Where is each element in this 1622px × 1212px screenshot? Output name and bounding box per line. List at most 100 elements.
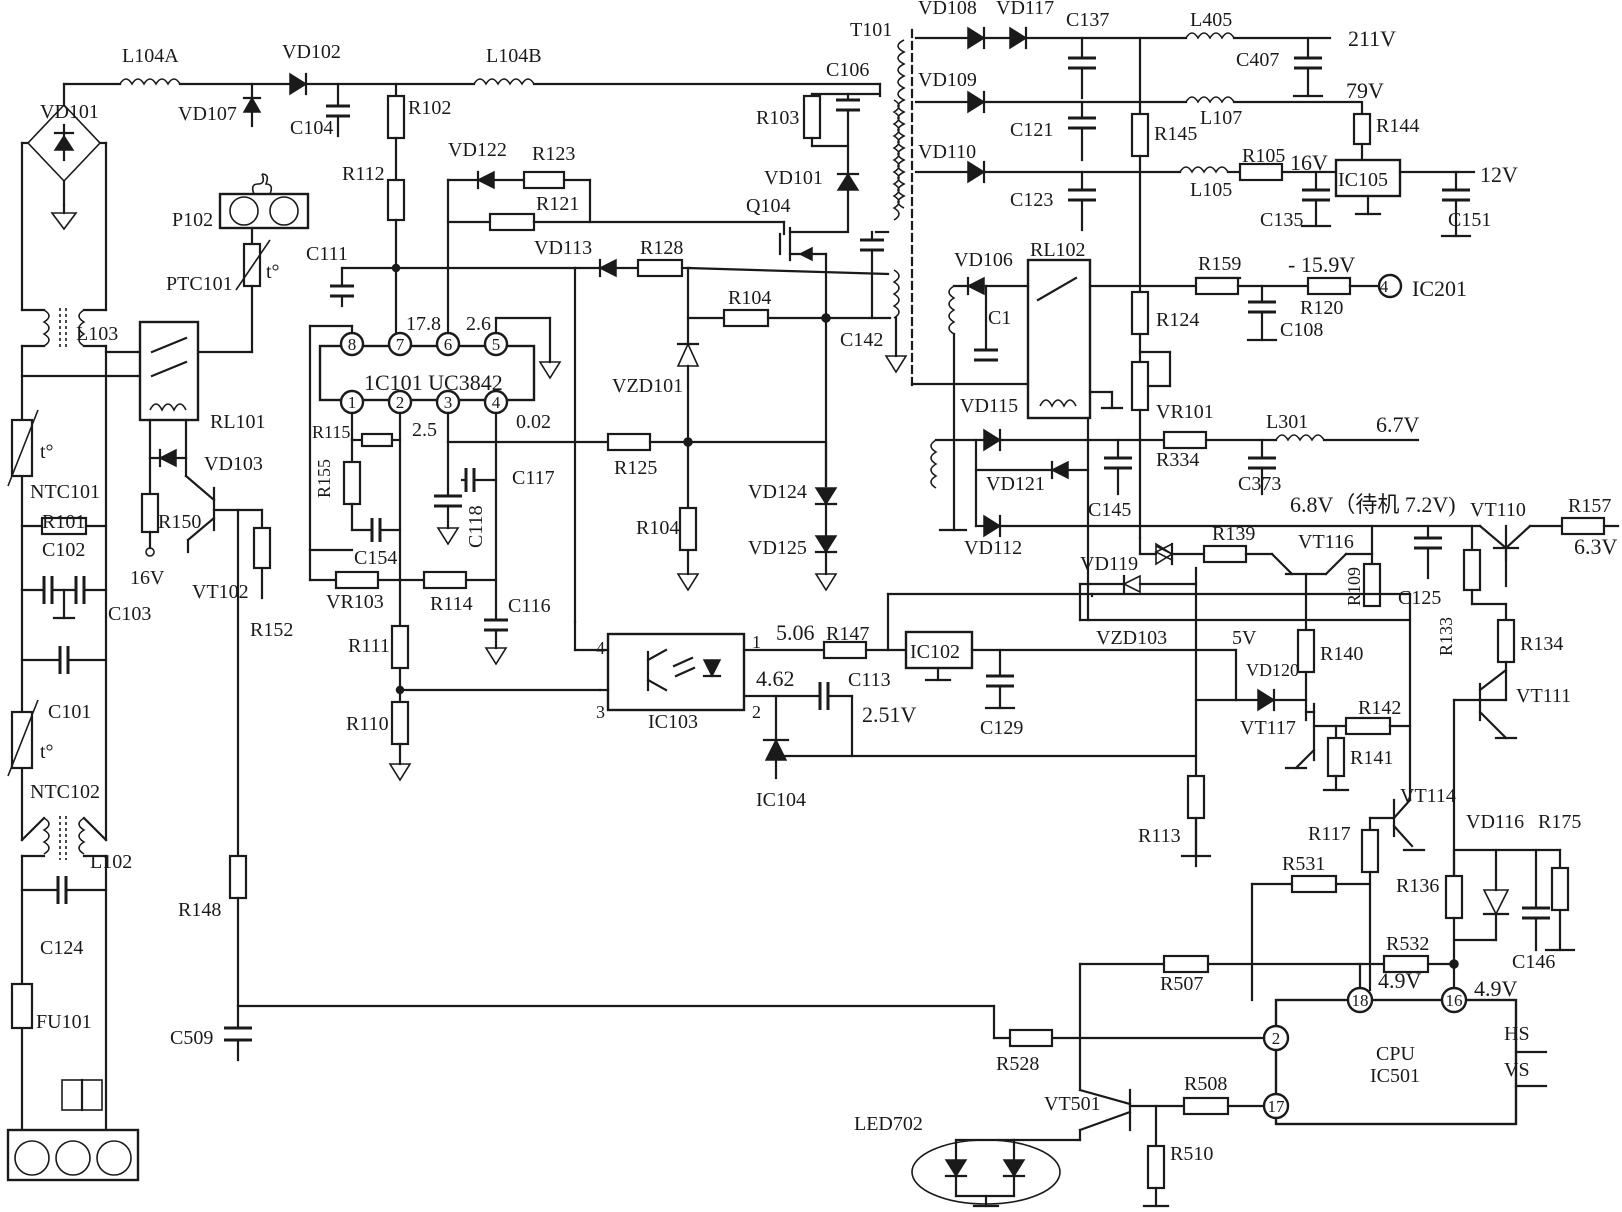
r142-resistor — [1344, 716, 1392, 736]
label-r141: R141 — [1350, 747, 1393, 769]
r144-resistor — [1352, 112, 1372, 146]
label-r102: R102 — [408, 97, 451, 119]
ptc101-resistor — [242, 242, 262, 288]
r111-resistor — [390, 624, 410, 670]
r109-resistor — [1362, 562, 1382, 608]
r148-resistor — [228, 854, 248, 900]
uc-pin-6: 6 — [444, 335, 453, 354]
capacitors-c102-c103 — [20, 576, 108, 620]
label-vd120: VD120 — [1246, 660, 1299, 680]
label-vt117: VT117 — [1240, 717, 1296, 739]
label-vd116: VD116 — [1466, 811, 1524, 833]
label-ic103-pin4: 4 — [596, 638, 605, 658]
label-r136: R136 — [1396, 875, 1439, 897]
label-vr101: VR101 — [1156, 401, 1214, 423]
label-l301: L301 — [1266, 411, 1308, 433]
label-vt501: VT501 — [1044, 1093, 1101, 1115]
label-c118: C118 — [465, 505, 487, 548]
label-ic102: IC102 — [910, 641, 960, 663]
label-r123: R123 — [532, 143, 575, 165]
label-vd107: VD107 — [178, 103, 237, 125]
label-ptc101: PTC101 — [166, 273, 233, 295]
label-ic103-pin3: 3 — [596, 702, 605, 722]
cpu-pin-17: 17 — [1268, 1097, 1286, 1116]
label-r110: R110 — [346, 713, 389, 735]
label-c142: C142 — [840, 329, 883, 351]
relay-rl101 — [138, 320, 200, 422]
label-vd103: VD103 — [204, 453, 263, 475]
label-uc3842: 1C101 UC3842 — [364, 370, 503, 395]
cpu-ic501 — [1274, 998, 1518, 1126]
label-vd106: VD106 — [954, 249, 1013, 271]
label-t-symbol: t° — [266, 261, 280, 283]
label-vt116: VT116 — [1298, 531, 1354, 553]
label-r152: R152 — [250, 619, 293, 641]
r117-resistor — [1360, 828, 1380, 874]
r125-resistor — [606, 432, 652, 452]
label-c111: C111 — [306, 243, 348, 265]
r114-resistor — [422, 570, 468, 590]
label-neg-15-9v: - 15.9V — [1288, 252, 1355, 277]
r508-resistor — [1182, 1096, 1230, 1116]
label-ic103-pin2: 2 — [752, 702, 761, 722]
label-r115: R115 — [312, 422, 350, 442]
power-plug — [6, 1078, 140, 1182]
label-pin4-ic201: 4 — [1380, 277, 1389, 296]
label-4-62: 4.62 — [756, 666, 795, 691]
label-r105: R105 — [1242, 145, 1285, 167]
relay-rl102 — [1026, 258, 1092, 420]
label-c108: C108 — [1280, 319, 1323, 341]
label-vzd101: VZD101 — [612, 375, 683, 397]
uc-pin-1: 1 — [348, 393, 357, 412]
label-l103: L103 — [76, 323, 118, 345]
label-c102: C102 — [42, 539, 85, 561]
label-vt111: VT111 — [1516, 685, 1571, 707]
label-r109: R109 — [1344, 567, 1364, 606]
cpu-pin-18: 18 — [1352, 991, 1369, 1010]
label-vd101-bridge: VD101 — [40, 101, 99, 123]
r103-resistor — [802, 94, 822, 140]
label-l107: L107 — [1200, 107, 1242, 129]
label-16v: 16V — [1290, 150, 1328, 175]
label-c154: C154 — [354, 547, 397, 569]
label-r139: R139 — [1212, 523, 1255, 545]
label-l104b: L104B — [486, 45, 542, 67]
uc-pin-3: 3 — [444, 393, 453, 412]
r112-resistor — [386, 178, 406, 222]
label-vs: VS — [1504, 1059, 1530, 1081]
label-r114: R114 — [430, 593, 473, 615]
label-fu101: FU101 — [36, 1011, 92, 1033]
label-hs: HS — [1504, 1023, 1530, 1045]
label-vd109: VD109 — [918, 69, 977, 91]
label-c106: C106 — [826, 59, 869, 81]
r121-resistor — [488, 212, 536, 232]
pin-labels: 8 7 6 5 1 2 3 4 18 16 2 17 — [348, 335, 1463, 1116]
label-r157: R157 — [1568, 495, 1611, 517]
r139-resistor — [1202, 544, 1248, 564]
label-ntc101: NTC101 — [30, 481, 100, 503]
label-r150: R150 — [158, 511, 201, 533]
r141-resistor — [1326, 736, 1346, 778]
label-t101: T101 — [850, 19, 892, 41]
label-r144: R144 — [1376, 115, 1419, 137]
label-t-ntc102: t° — [40, 741, 54, 763]
label-c135: C135 — [1260, 209, 1303, 231]
label-r528: R528 — [996, 1053, 1039, 1075]
label-211v: 211V — [1348, 26, 1396, 51]
r128-resistor — [636, 258, 684, 278]
inductor-l103 — [42, 308, 86, 350]
label-r175: R175 — [1538, 811, 1581, 833]
label-c373: C373 — [1238, 473, 1281, 495]
label-6-8v-standby: 6.8V（待机 7.2V) — [1290, 492, 1456, 517]
label-r124: R124 — [1156, 309, 1199, 331]
r510-resistor — [1146, 1144, 1166, 1190]
mains-input-section — [6, 82, 142, 1182]
label-6-3v: 6.3V — [1574, 534, 1618, 559]
label-2-6: 2.6 — [466, 313, 491, 335]
secondary-outputs — [910, 26, 1620, 882]
cpu-section — [911, 954, 1548, 1208]
label-vd113: VD113 — [534, 237, 592, 259]
label-vd119: VD119 — [1080, 553, 1138, 575]
label-r104-upper: R104 — [728, 287, 771, 309]
